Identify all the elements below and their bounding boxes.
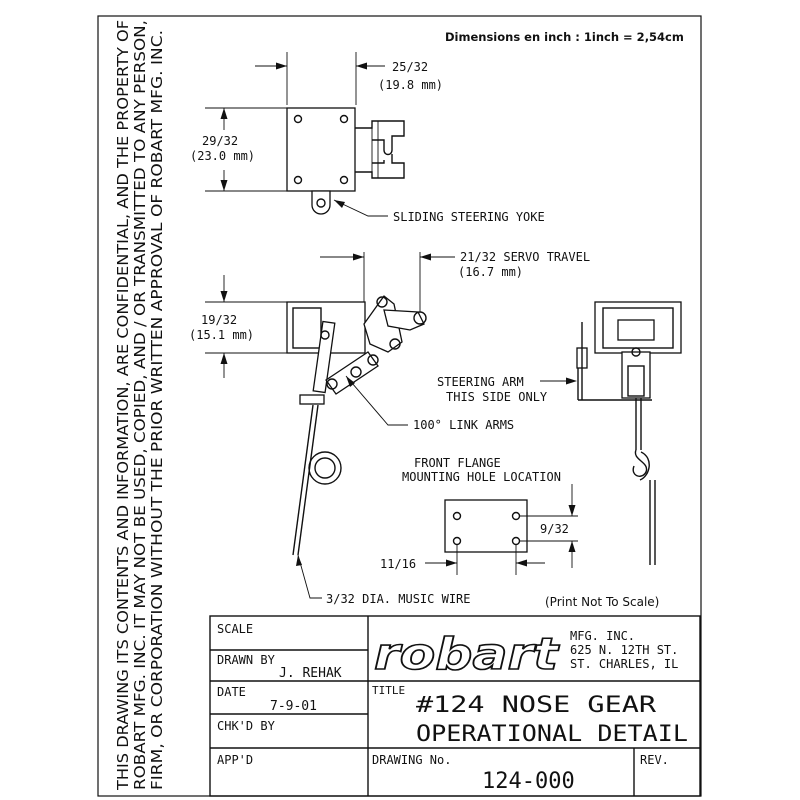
drawing-title-line-1: #124 NOSE GEAR — [416, 693, 657, 718]
revision-label: REV. — [640, 753, 669, 767]
top-view: 25/32 (19.8 mm) 29/32 (23.0 mm) SLIDING … — [190, 52, 545, 224]
dim-top-height: 29/32 — [202, 134, 238, 148]
dim-mid-height: 19/32 — [201, 313, 237, 327]
callout-steering-arm-2: THIS SIDE ONLY — [446, 390, 548, 404]
callout-steering-arm-1: STEERING ARM — [437, 375, 524, 389]
checked-by-label: CHK'D BY — [217, 719, 276, 733]
callout-music-wire: 3/32 DIA. MUSIC WIRE — [326, 592, 471, 606]
scale-label: SCALE — [217, 622, 253, 636]
company-line-1: MFG. INC. — [570, 629, 635, 643]
side-view: 21/32 SERVO TRAVEL (16.7 mm) 19/32 (15.1… — [189, 250, 590, 606]
notice-line-1: THIS DRAWING ITS CONTENTS AND INFORMATIO… — [114, 20, 132, 791]
notice-line-2: ROBART MFG. INC. IT MAY NOT BE USED, COP… — [131, 20, 149, 790]
title-label: TITLE — [372, 684, 405, 697]
dim-top-width: 25/32 — [392, 60, 428, 74]
print-not-to-scale: (Print Not To Scale) — [545, 595, 659, 609]
drawing-number-label: DRAWING No. — [372, 753, 451, 767]
approved-label: APP'D — [217, 753, 253, 767]
confidentiality-notice: THIS DRAWING ITS CONTENTS AND INFORMATIO… — [114, 20, 166, 791]
robart-logo: robart — [374, 629, 560, 680]
dim-mid-height-mm: (15.1 mm) — [189, 328, 254, 342]
date-label: DATE — [217, 685, 246, 699]
drawn-by-value: J. REHAK — [279, 666, 342, 681]
flange-detail: FRONT FLANGE MOUNTING HOLE LOCATION 9/32… — [380, 456, 578, 575]
dimensions-note: Dimensions en inch : 1inch = 2,54cm — [445, 30, 684, 44]
title-block: SCALE DRAWN BY J. REHAK DATE 7-9-01 CHK'… — [209, 615, 701, 797]
dim-flange-horizontal: 11/16 — [380, 557, 416, 571]
front-view: STEERING ARM THIS SIDE ONLY — [437, 301, 682, 565]
date-value: 7-9-01 — [270, 699, 317, 714]
callout-yoke: SLIDING STEERING YOKE — [393, 210, 545, 224]
callout-link-arms: 100° LINK ARMS — [413, 418, 514, 432]
company-line-2: 625 N. 12TH ST. — [570, 643, 678, 657]
dim-servo-travel-mm: (16.7 mm) — [458, 265, 523, 279]
drawing-number-value: 124-000 — [482, 769, 575, 794]
dim-top-height-mm: (23.0 mm) — [190, 149, 255, 163]
callout-flange-1: FRONT FLANGE — [414, 456, 501, 470]
callout-flange-2: MOUNTING HOLE LOCATION — [402, 470, 561, 484]
dim-top-width-mm: (19.8 mm) — [378, 78, 443, 92]
dim-servo-travel: 21/32 SERVO TRAVEL — [460, 250, 590, 264]
drawing-title-line-2: OPERATIONAL DETAIL — [416, 722, 688, 747]
notice-line-3: FIRM, OR CORPORATION WITHOUT THE PRIOR W… — [148, 30, 166, 790]
company-line-3: ST. CHARLES, IL — [570, 657, 678, 671]
drawn-by-label: DRAWN BY — [217, 653, 276, 667]
dim-flange-vertical: 9/32 — [540, 522, 569, 536]
